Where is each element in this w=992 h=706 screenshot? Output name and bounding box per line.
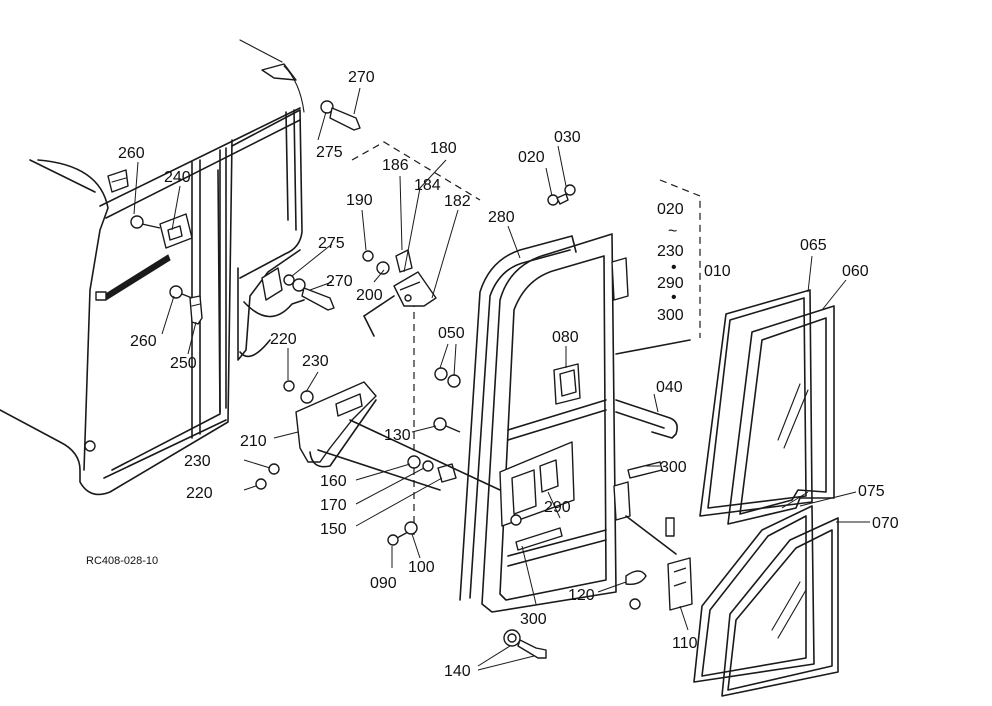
label-070: 070 [872, 515, 899, 532]
label-230: 230 [302, 353, 329, 370]
washer-icon [300, 390, 314, 404]
screw-icon [362, 250, 374, 262]
washer-icon [376, 261, 390, 275]
label-130: 130 [384, 427, 411, 444]
label-220: 220 [270, 331, 297, 348]
screw-icon [547, 194, 559, 206]
screws-020-030 [547, 184, 576, 206]
part-labels: 270 275 260 240 180 186 184 182 190 275 … [86, 69, 899, 680]
label-200: 200 [356, 287, 383, 304]
label-160: 160 [320, 473, 347, 490]
washer-icon [625, 570, 647, 586]
group-180-dashed [351, 141, 481, 540]
label-182: 182 [444, 193, 471, 210]
label-230-c: 230 [184, 453, 211, 470]
label-230-range: 230 [657, 243, 684, 260]
handle-040 [615, 399, 678, 439]
screw-icon [130, 215, 144, 229]
label-100: 100 [408, 559, 435, 576]
label-120: 120 [568, 587, 595, 604]
latch-240 [130, 213, 193, 249]
label-010: 010 [704, 263, 731, 280]
washer-icon [564, 184, 576, 196]
label-020-range: 020 [657, 201, 684, 218]
cab-bolt-icon [84, 440, 96, 452]
label-150: 150 [320, 521, 347, 538]
group-010-dashed [659, 179, 701, 338]
label-275-b: 275 [318, 235, 345, 252]
hinge-275-270 [261, 100, 361, 311]
label-090: 090 [370, 575, 397, 592]
label-190: 190 [346, 192, 373, 209]
nut-icon [447, 374, 461, 388]
parts-090-100 [387, 521, 418, 546]
screw-icon [283, 380, 295, 392]
bolt-icon [169, 285, 183, 299]
label-110: 110 [672, 635, 698, 652]
bolt-140 [503, 629, 547, 659]
range-bullet-2: • [671, 289, 677, 306]
label-290: 290 [544, 499, 571, 516]
label-300-c: 300 [520, 611, 547, 628]
label-270: 270 [348, 69, 375, 86]
bolt-icon [433, 417, 447, 431]
label-186: 186 [382, 157, 409, 174]
label-065: 065 [800, 237, 827, 254]
drawing-reference: RC408-028-10 [86, 555, 158, 567]
range-bullet-1: • [671, 259, 677, 276]
label-060: 060 [842, 263, 869, 280]
lock-assembly-180 [362, 249, 437, 337]
label-050: 050 [438, 325, 465, 342]
nut-icon [283, 274, 295, 286]
washer-icon [292, 278, 306, 292]
window-lower-075-070 [693, 505, 839, 697]
window-upper-065-060 [699, 289, 835, 525]
label-270-b: 270 [326, 273, 353, 290]
nuts-050 [434, 367, 461, 388]
washer-icon [422, 460, 434, 472]
nut-icon [434, 367, 448, 381]
label-075: 075 [858, 483, 885, 500]
cab-body [0, 39, 305, 496]
label-140: 140 [444, 663, 471, 680]
screw-icon [387, 534, 399, 546]
parts-160-170-150 [317, 419, 501, 491]
screw-icon [255, 478, 267, 490]
leader-lines [133, 87, 870, 671]
label-210: 210 [240, 433, 267, 450]
label-300: 300 [660, 459, 687, 476]
label-275: 275 [316, 144, 343, 161]
label-240: 240 [164, 169, 191, 186]
bolt-130 [433, 417, 461, 433]
door-frame [459, 233, 691, 613]
label-020: 020 [518, 149, 545, 166]
label-030: 030 [554, 129, 581, 146]
rod-icon [103, 254, 171, 301]
label-300-range: 300 [657, 307, 684, 324]
washer-icon [404, 521, 418, 535]
label-184: 184 [414, 177, 441, 194]
label-040: 040 [656, 379, 683, 396]
label-260-b: 260 [130, 333, 157, 350]
nut-icon [320, 100, 334, 114]
hinge-110 [625, 515, 693, 611]
label-290-range: 290 [657, 275, 684, 292]
nut-icon [407, 455, 421, 469]
striker-210 [255, 380, 377, 490]
bracket-250 [169, 285, 203, 325]
label-260: 260 [118, 145, 145, 162]
label-250: 250 [170, 355, 197, 372]
label-080: 080 [552, 329, 579, 346]
range-tilde: ~ [668, 223, 677, 240]
washer-icon [268, 463, 280, 475]
label-280: 280 [488, 209, 515, 226]
label-220-b: 220 [186, 485, 213, 502]
nut-icon [629, 598, 641, 610]
label-170: 170 [320, 497, 347, 514]
label-180: 180 [430, 140, 457, 157]
